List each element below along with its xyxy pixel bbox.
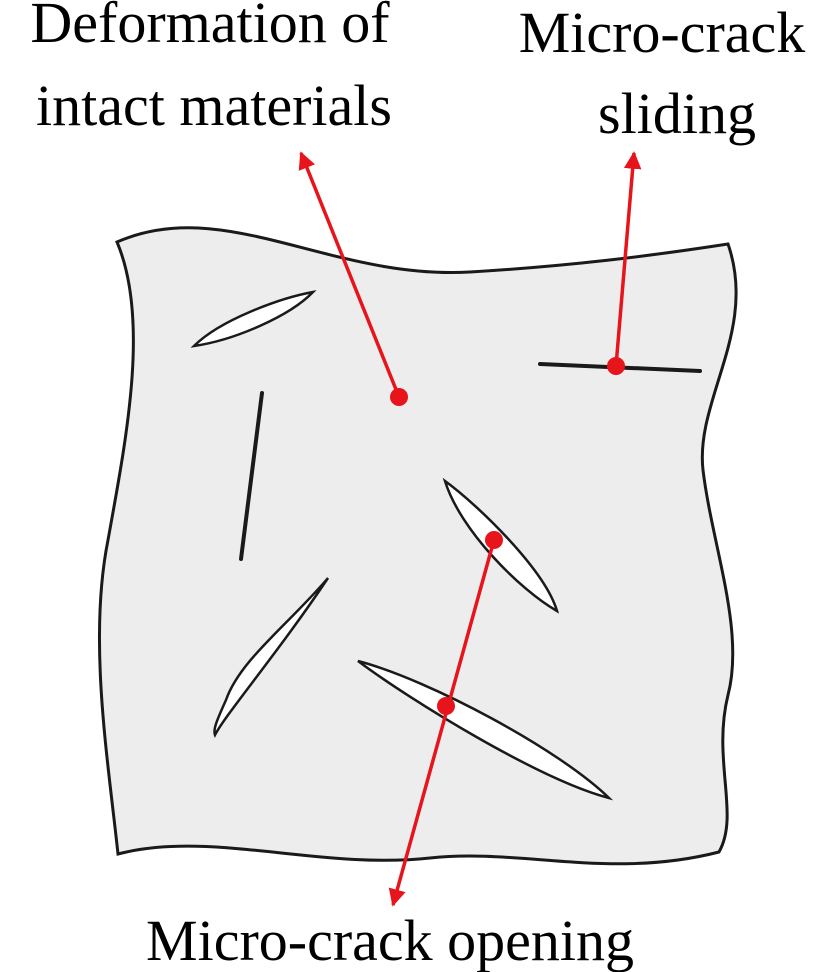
crack-lower-left bbox=[213, 577, 330, 739]
marker-dot-opening-lower bbox=[437, 697, 455, 715]
arrow-sliding bbox=[614, 151, 642, 367]
label-sliding-line2: sliding bbox=[598, 81, 756, 146]
marker-dot-deformation bbox=[390, 388, 408, 406]
deformed-plate bbox=[97, 226, 738, 866]
label-deformation-line2: intact materials bbox=[36, 73, 392, 138]
crack-upper-left bbox=[190, 290, 317, 348]
label-opening: Micro-crack opening bbox=[146, 908, 634, 972]
arrow-opening bbox=[388, 539, 496, 907]
arrow-deformation bbox=[298, 151, 401, 398]
label-deformation-line1: Deformation of bbox=[30, 0, 390, 55]
label-sliding-line1: Micro-crack bbox=[519, 0, 806, 65]
marker-dot-sliding bbox=[607, 357, 625, 375]
crack-lower-long bbox=[357, 659, 614, 801]
marker-dot-opening-upper bbox=[485, 531, 503, 549]
crack-center-open bbox=[442, 477, 560, 614]
crack-closed-vertical bbox=[239, 391, 264, 561]
